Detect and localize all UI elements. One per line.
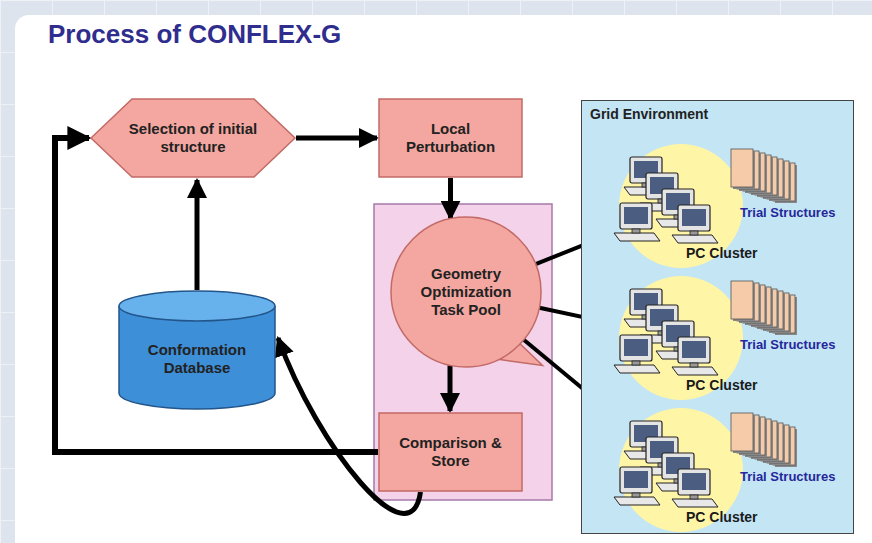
flow-arrow	[55, 138, 378, 452]
cluster-item-label: Trial Structures	[740, 469, 835, 485]
text-holder: Local Perturbation	[378, 98, 523, 178]
cluster-label: PC Cluster	[686, 245, 758, 261]
grid-panel: Grid EnvironmentTrial Structures PC Clust…	[581, 100, 854, 534]
task-pool-circle: Geometry Optimization Task Pool	[390, 216, 542, 368]
cluster-label: PC Cluster	[686, 509, 758, 525]
flow-arrow	[296, 136, 377, 141]
text-holder: Comparison & Store	[378, 412, 523, 492]
label-holder: Trial Structures	[740, 337, 835, 353]
cluster-label: PC Cluster	[686, 377, 758, 393]
process-box: Comparison & Store	[378, 412, 523, 492]
node-label: Geometry Optimization Task Pool	[406, 265, 526, 319]
node-label: Conformation Database	[126, 341, 268, 377]
white-panel	[15, 15, 872, 543]
label-holder: Trial Structures	[740, 469, 835, 485]
flow-arrow	[195, 180, 200, 290]
task-pool-band	[374, 204, 552, 500]
node-label: Selection of initial structure	[126, 120, 261, 156]
label-holder: PC Cluster	[686, 377, 758, 393]
cluster-item-label: Trial Structures	[740, 205, 835, 221]
panel-heading: Grid Environment	[590, 105, 853, 123]
node-label: Local Perturbation	[386, 120, 515, 156]
pc-cluster: Trial Structures PC Cluster	[616, 141, 846, 269]
node-label: Comparison & Store	[386, 434, 515, 470]
label-holder: Trial Structures	[740, 205, 835, 221]
flow-arrow	[448, 365, 453, 411]
label-holder: PC Cluster	[686, 245, 758, 261]
flow-arrow	[448, 178, 453, 219]
process-box: Local Perturbation	[378, 98, 523, 178]
text-holder: Selection of initial structure	[90, 98, 296, 178]
text-holder: Geometry Optimization Task Pool	[390, 216, 542, 368]
pc-cluster: Trial Structures PC Cluster	[616, 405, 846, 533]
pc-cluster: Trial Structures PC Cluster	[616, 273, 846, 401]
text-holder: Conformation Database	[118, 290, 276, 410]
diagram-title: Process of CONFLEX-G	[48, 19, 341, 50]
database-cylinder: Conformation Database	[118, 290, 276, 410]
cluster-item-label: Trial Structures	[740, 337, 835, 353]
decision-hexagon: Selection of initial structure	[90, 98, 296, 178]
label-holder: PC Cluster	[686, 509, 758, 525]
